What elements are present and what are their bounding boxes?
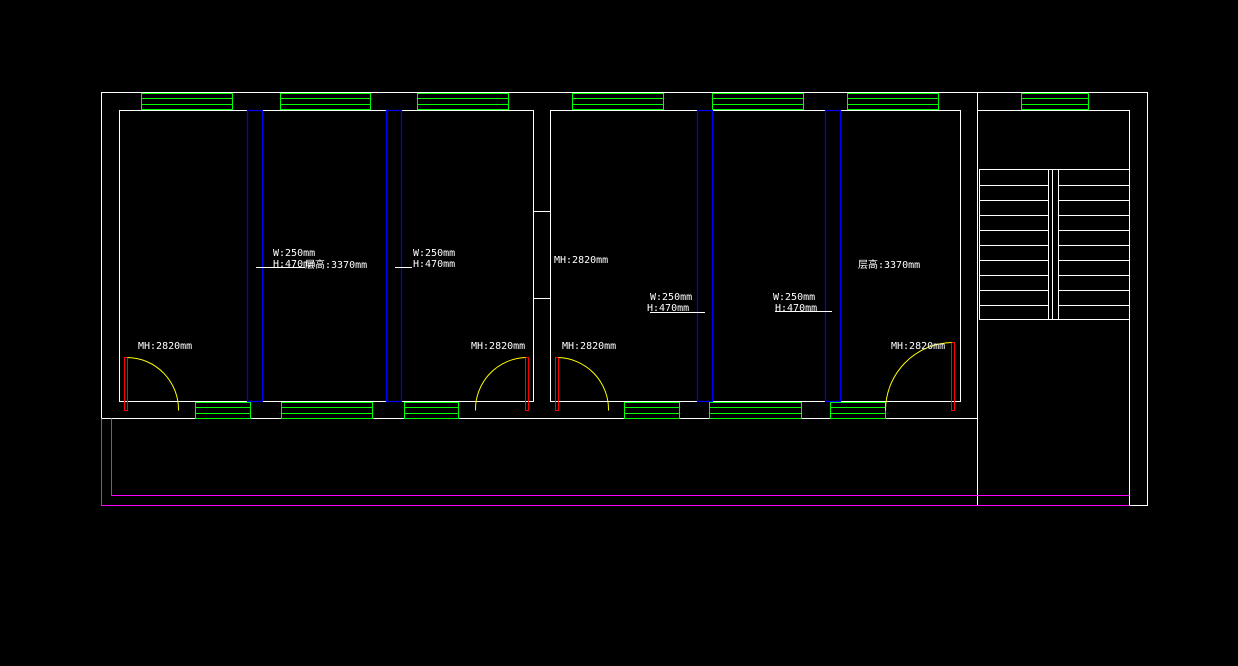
doors (124, 342, 955, 411)
window-bottom-2 (281, 402, 373, 419)
window-top-1 (141, 93, 233, 110)
beams (246, 109, 842, 403)
labels: W:250mm H:470mm 层高:3370mm W:250mm H:470m… (138, 248, 945, 352)
beam-4-height-label: H:470mm (775, 303, 817, 314)
door-1-height-label: MH:2820mm (138, 341, 192, 352)
window-bottom-6 (830, 402, 886, 419)
beam-2 (385, 109, 403, 403)
main-outer-wall (101, 92, 978, 419)
window-top-2 (280, 93, 371, 110)
window-top-5 (712, 93, 804, 110)
windows (141, 93, 1089, 419)
window-top-3 (417, 93, 509, 110)
door-2-height-label: MH:2820mm (471, 341, 525, 352)
beam-2-width-label: W:250mm (413, 248, 455, 259)
room-right (550, 110, 961, 402)
stair-outer-wall (977, 92, 1148, 506)
beam-3-height-label: H:470mm (647, 303, 689, 314)
room-left (119, 110, 534, 402)
floor-height-right-label: 层高:3370mm (858, 258, 920, 271)
beam-leaders (256, 267, 832, 313)
window-bottom-3 (404, 402, 459, 419)
partition-door-height-label: MH:2820mm (554, 255, 608, 266)
beam-3 (696, 109, 714, 403)
beam-1-height-label: H:470mm (273, 259, 315, 270)
stair-treads (979, 185, 1130, 306)
beam-2-height-label: H:470mm (413, 259, 455, 270)
beam-4-width-label: W:250mm (773, 292, 815, 303)
door-3 (555, 357, 610, 411)
window-top-6 (847, 93, 939, 110)
window-bottom-4 (624, 402, 680, 419)
floor-height-left-label: 层高:3370mm (305, 258, 367, 271)
door-2 (474, 357, 529, 411)
door-4-height-label: MH:2820mm (891, 341, 945, 352)
window-bottom-5 (709, 402, 802, 419)
beam-3-width-label: W:250mm (650, 292, 692, 303)
door-3-height-label: MH:2820mm (562, 341, 616, 352)
window-bottom-1 (195, 402, 251, 419)
window-top-7 (1021, 93, 1089, 110)
balcony-outline (101, 418, 1130, 506)
room-outlines (119, 110, 1130, 506)
beam-4 (824, 109, 842, 403)
door-1 (124, 357, 180, 411)
stairs (979, 169, 1130, 320)
stair-flight (979, 169, 1130, 320)
beam-1-width-label: W:250mm (273, 248, 315, 259)
stair-room-outline (977, 110, 1130, 506)
outer-walls (101, 92, 1148, 506)
beam-1 (246, 109, 264, 403)
window-top-4 (572, 93, 664, 110)
door-4 (885, 342, 955, 411)
